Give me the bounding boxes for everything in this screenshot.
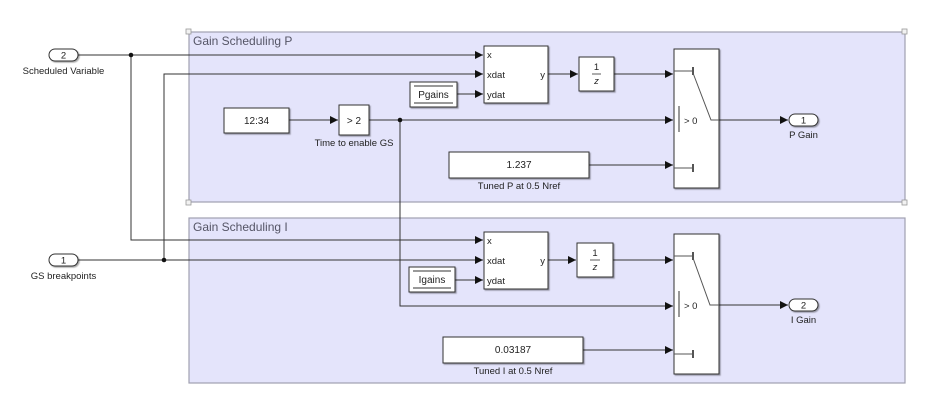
switch-criterion: > 0 (684, 301, 697, 312)
port-x: x (487, 50, 492, 61)
igains-from-block[interactable]: Igains (408, 266, 456, 293)
lookup-block-p[interactable]: x xdat ydat y (483, 45, 549, 104)
constant-block-i[interactable]: 0.03187 Tuned I at 0.5 Nref (442, 336, 584, 377)
resize-handle[interactable] (901, 199, 908, 206)
port-label: P Gain (789, 130, 818, 141)
delay-denominator: z (592, 262, 598, 273)
port-number: 1 (61, 256, 66, 267)
constant-label: Tuned I at 0.5 Nref (474, 366, 553, 377)
branch-point (161, 257, 167, 263)
port-xdat: xdat (487, 70, 505, 81)
unit-delay-i[interactable]: 1 z (576, 242, 614, 278)
constant-value: 1.237 (506, 160, 531, 171)
port-ydat: ydat (487, 90, 505, 101)
area-title-i: Gain Scheduling I (193, 220, 288, 234)
branch-point (397, 117, 403, 123)
port-number: 2 (801, 301, 806, 312)
branch-point (128, 52, 134, 58)
inport-scheduled-variable[interactable]: 2 Scheduled Variable (23, 48, 105, 77)
constant-label: Tuned P at 0.5 Nref (478, 181, 561, 192)
switch-block-i[interactable]: > 0 (673, 233, 720, 375)
pgains-from-block[interactable]: Pgains (409, 81, 458, 108)
constant-block-p[interactable]: 1.237 Tuned P at 0.5 Nref (448, 151, 590, 192)
compare-value: > 2 (347, 116, 362, 127)
port-label: GS breakpoints (31, 271, 97, 282)
port-ydat: ydat (487, 276, 505, 287)
unit-delay-p[interactable]: 1 z (578, 56, 615, 92)
resize-handle[interactable] (901, 28, 908, 35)
pgains-label: Pgains (418, 90, 449, 101)
port-x: x (487, 236, 492, 247)
inport-gs-breakpoints[interactable]: 1 GS breakpoints (31, 253, 97, 282)
clock-value: 12:34 (244, 116, 269, 127)
digital-clock-block[interactable]: 12:34 (223, 107, 290, 134)
resize-handle[interactable] (185, 28, 192, 35)
port-label: Scheduled Variable (23, 66, 105, 77)
igains-label: Igains (419, 275, 446, 286)
switch-block-p[interactable]: > 0 (673, 48, 720, 189)
compare-to-constant-block[interactable]: > 2 Time to enable GS (315, 104, 394, 149)
delay-numerator: 1 (592, 248, 597, 259)
port-number: 2 (61, 51, 66, 62)
resize-handle[interactable] (185, 199, 192, 206)
area-title-p: Gain Scheduling P (193, 34, 292, 48)
delay-numerator: 1 (594, 62, 599, 73)
port-number: 1 (801, 116, 806, 127)
constant-value: 0.03187 (495, 345, 532, 356)
port-label: I Gain (791, 315, 816, 326)
lookup-block-i[interactable]: x xdat ydat y (483, 231, 549, 290)
compare-label: Time to enable GS (315, 138, 394, 149)
port-y: y (540, 256, 545, 267)
outport-p-gain[interactable]: 1 P Gain (788, 113, 819, 141)
delay-denominator: z (593, 76, 599, 87)
wires (78, 51, 788, 354)
port-xdat: xdat (487, 256, 505, 267)
port-y: y (540, 70, 545, 81)
switch-criterion: > 0 (684, 116, 697, 127)
outport-i-gain[interactable]: 2 I Gain (788, 298, 819, 326)
